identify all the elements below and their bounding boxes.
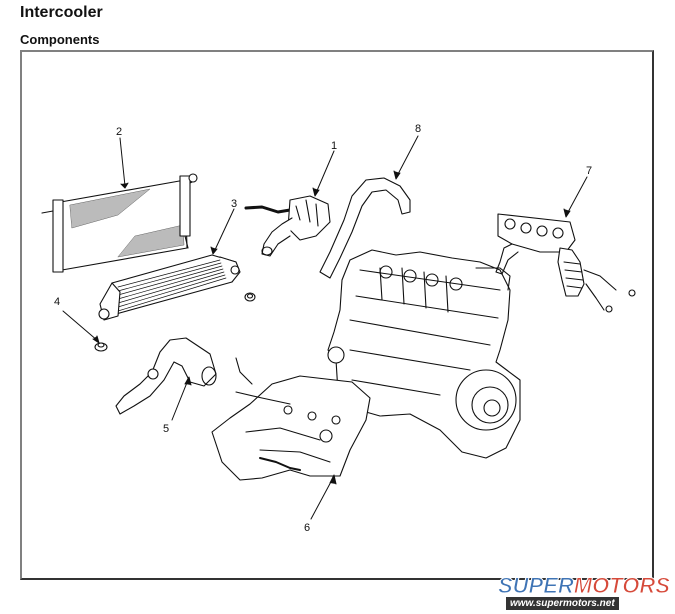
engine-block-illustration [327,249,521,459]
radiator-illustration [41,173,198,273]
callout-number: 5 [163,423,169,435]
callout-number: 4 [54,296,60,308]
outlet-hose-illustration [115,337,217,415]
section-subtitle: Components [20,32,100,47]
inlet-hose-illustration [319,177,411,279]
watermark-brand-part2: MOTORS [573,573,670,598]
watermark-logo: SUPERMOTORS [498,573,671,598]
intake-manifold-illustration [211,357,371,481]
callout-number: 1 [331,140,337,152]
callout-number: 7 [586,165,592,177]
callout-number: 3 [231,198,237,210]
watermark-brand-part1: SUPER [498,573,575,598]
grommet-illustration [94,292,256,352]
diagram-frame [20,50,654,580]
page-title: Intercooler [20,4,103,21]
watermark-url: www.supermotors.net [506,597,619,610]
exhaust-manifold-illustration [495,213,636,313]
resonator-illustration [244,195,331,257]
supermotors-watermark: SUPERMOTORS www.supermotors.net [498,573,671,612]
callout-number: 2 [116,126,122,138]
callout-number: 8 [415,123,421,135]
callout-number: 6 [304,522,310,534]
intercooler-illustration [98,254,241,321]
